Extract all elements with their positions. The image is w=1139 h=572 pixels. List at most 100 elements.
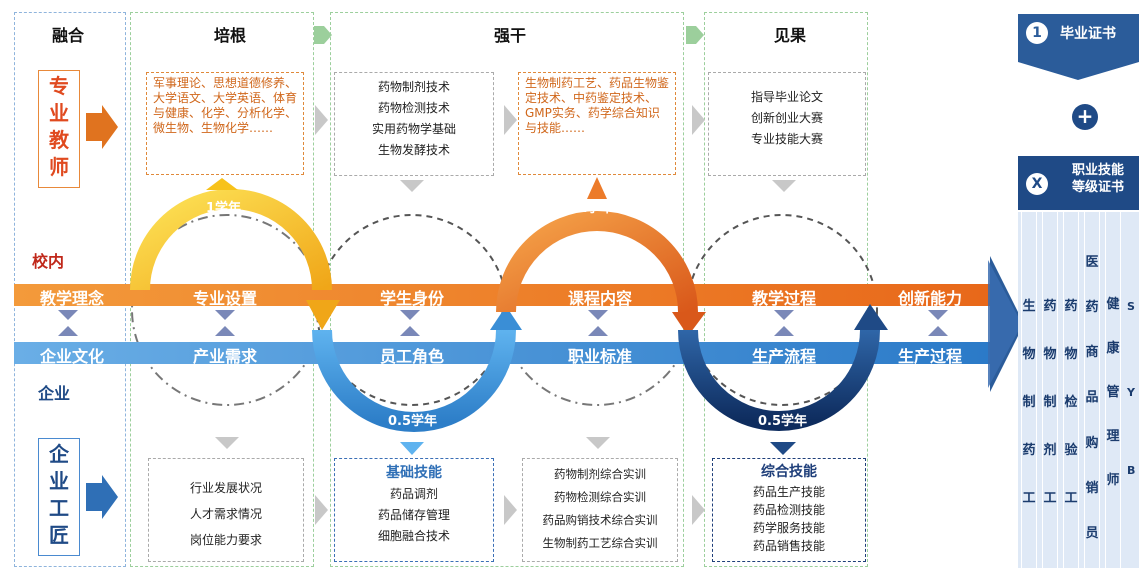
arc-year1b xyxy=(496,211,698,313)
arc-label-half2: 0.5学年 xyxy=(758,414,808,429)
skill-cert-label-line1: 职业技能 xyxy=(1071,163,1124,178)
basic-skills-title: 基础技能 xyxy=(386,465,442,481)
job-char: 物 xyxy=(1043,346,1057,362)
teacher-arrow-icon xyxy=(86,105,118,149)
teacher-char: 教 xyxy=(49,128,69,152)
divider xyxy=(1021,212,1037,568)
job-char: 药 xyxy=(1043,298,1057,314)
craftsman-char: 匠 xyxy=(49,523,69,547)
qianggan-courses-box-1: 药物制剂技术 药物检测技术 实用药物学基础 生物发酵技术 xyxy=(334,72,494,176)
job-cert-0: 生 物 制 药 工 xyxy=(1020,280,1038,520)
teacher-char: 业 xyxy=(49,101,69,125)
job-char: 剂 xyxy=(1043,442,1057,458)
diploma-banner xyxy=(1018,14,1139,80)
job-char: 生 xyxy=(1022,298,1036,314)
band-blue-3: 职业标准 xyxy=(567,347,632,366)
column-header-peigen: 培根 xyxy=(213,26,246,45)
arc-label-half1: 0.5学年 xyxy=(388,414,438,429)
divider xyxy=(1084,212,1100,568)
band-blue-1: 产业需求 xyxy=(192,347,257,366)
craftsman-box: 企 业 工 匠 xyxy=(38,438,80,556)
needs-item: 岗位能力要求 xyxy=(189,533,262,547)
arc-half2 xyxy=(678,329,880,431)
training-item: 药品购销技术综合实训 xyxy=(542,513,658,527)
job-char: 制 xyxy=(1043,394,1057,410)
course-item: 药物检测技术 xyxy=(377,101,450,115)
training-item: 生物制药工艺综合实训 xyxy=(542,536,658,550)
job-char: 品 xyxy=(1085,390,1099,406)
job-char: 医 xyxy=(1085,255,1099,271)
job-char: 物 xyxy=(1064,346,1078,362)
skill-cert-label: 职业技能 等级证书 xyxy=(1058,162,1138,196)
job-char: 工 xyxy=(1043,490,1057,506)
basic-skills-box: 基础技能 药品调剂 药品储存管理 细胞融合技术 xyxy=(334,458,494,562)
job-cert-4: 健 康 管 理 师 xyxy=(1104,280,1122,500)
job-char: 管 xyxy=(1106,384,1120,400)
cert-one-icon: 1 xyxy=(1026,22,1048,44)
craftsman-char: 业 xyxy=(49,469,69,493)
achievement-item: 创新创业大赛 xyxy=(750,111,823,125)
peigen-courses-box: 军事理论、思想道德修养、大学语文、大学英语、体育与健康、化学、分析化学、微生物、… xyxy=(146,72,304,175)
band-orange-3: 课程内容 xyxy=(567,289,632,308)
job-char: 验 xyxy=(1064,442,1078,458)
skill-cert-label-line2: 等级证书 xyxy=(1071,180,1124,195)
comprehensive-training-box: 药物制剂综合实训 药物检测综合实训 药品购销技术综合实训 生物制药工艺综合实训 xyxy=(522,458,678,562)
qianggan-courses-box-2: 生物制药工艺、药品生物鉴定技术、中药鉴定技术、GMP实务、药学综合知识与技能…… xyxy=(518,72,676,175)
gray-chevrons xyxy=(215,105,796,525)
step-arrow-icon xyxy=(686,26,704,44)
divider xyxy=(1105,212,1121,568)
band-blue-0: 企业文化 xyxy=(39,347,104,366)
comprehensive-skills-box: 综合技能 药品生产技能 药品检测技能 药学服务技能 药品销售技能 xyxy=(712,458,866,562)
step-arrow-icon xyxy=(314,26,332,44)
cut-letter: B xyxy=(1127,464,1136,477)
course-item: 实用药物学基础 xyxy=(371,122,456,136)
teacher-box: 专 业 教 师 xyxy=(38,70,80,188)
cut-letter: Y xyxy=(1127,386,1135,399)
skill-item: 细胞融合技术 xyxy=(377,529,450,543)
craftsman-char: 企 xyxy=(49,442,69,466)
job-char: 药 xyxy=(1085,300,1099,316)
band-orange-1: 专业设置 xyxy=(192,289,257,308)
job-char: 健 xyxy=(1106,296,1120,312)
training-item: 药物制剂综合实训 xyxy=(554,467,646,481)
comprehensive-skills-title: 综合技能 xyxy=(761,464,817,480)
cut-letter: S xyxy=(1127,300,1135,313)
job-char: 工 xyxy=(1022,490,1036,506)
diploma-label: 毕业证书 xyxy=(1060,26,1116,42)
divider xyxy=(1042,212,1058,568)
job-char: 药 xyxy=(1022,442,1036,458)
job-char: 师 xyxy=(1106,472,1120,488)
band-orange-4: 教学过程 xyxy=(751,289,816,308)
job-char: 药 xyxy=(1064,298,1078,314)
enterprise-label: 企业 xyxy=(38,384,71,403)
skill-item: 药品储存管理 xyxy=(377,508,450,522)
job-char: 员 xyxy=(1085,525,1099,541)
job-char: 检 xyxy=(1064,394,1078,410)
industry-needs-box: 行业发展状况 人才需求情况 岗位能力要求 xyxy=(148,458,304,562)
band-blue-4: 生产流程 xyxy=(751,347,816,366)
job-char: 销 xyxy=(1085,480,1099,496)
craftsman-char: 工 xyxy=(49,496,69,520)
skill-item: 药学服务技能 xyxy=(752,521,825,535)
job-char: 商 xyxy=(1085,345,1099,361)
column-header-qianggan: 强干 xyxy=(493,26,526,45)
band-blue-2: 员工角色 xyxy=(379,347,444,366)
job-char: 购 xyxy=(1085,435,1099,451)
band-blue-5: 生产过程 xyxy=(897,347,962,366)
craftsman-arrow-icon xyxy=(86,475,118,519)
skill-item: 药品检测技能 xyxy=(752,503,825,517)
job-char: 物 xyxy=(1022,346,1036,362)
job-char: 理 xyxy=(1106,428,1120,444)
campus-label: 校内 xyxy=(32,252,65,271)
job-cert-2: 药 物 检 验 工 xyxy=(1062,280,1080,520)
plus-icon: + xyxy=(1072,104,1098,130)
arc-label-year1a: 1学年 xyxy=(206,201,242,216)
band-orange-0: 教学理念 xyxy=(39,289,104,308)
achievement-item: 指导毕业论文 xyxy=(750,90,823,104)
divider xyxy=(1063,212,1079,568)
skill-item: 药品生产技能 xyxy=(752,485,825,499)
job-cert-1: 药 物 制 剂 工 xyxy=(1041,280,1059,520)
band-orange-5: 创新能力 xyxy=(897,289,962,308)
link-arrows xyxy=(58,310,948,336)
